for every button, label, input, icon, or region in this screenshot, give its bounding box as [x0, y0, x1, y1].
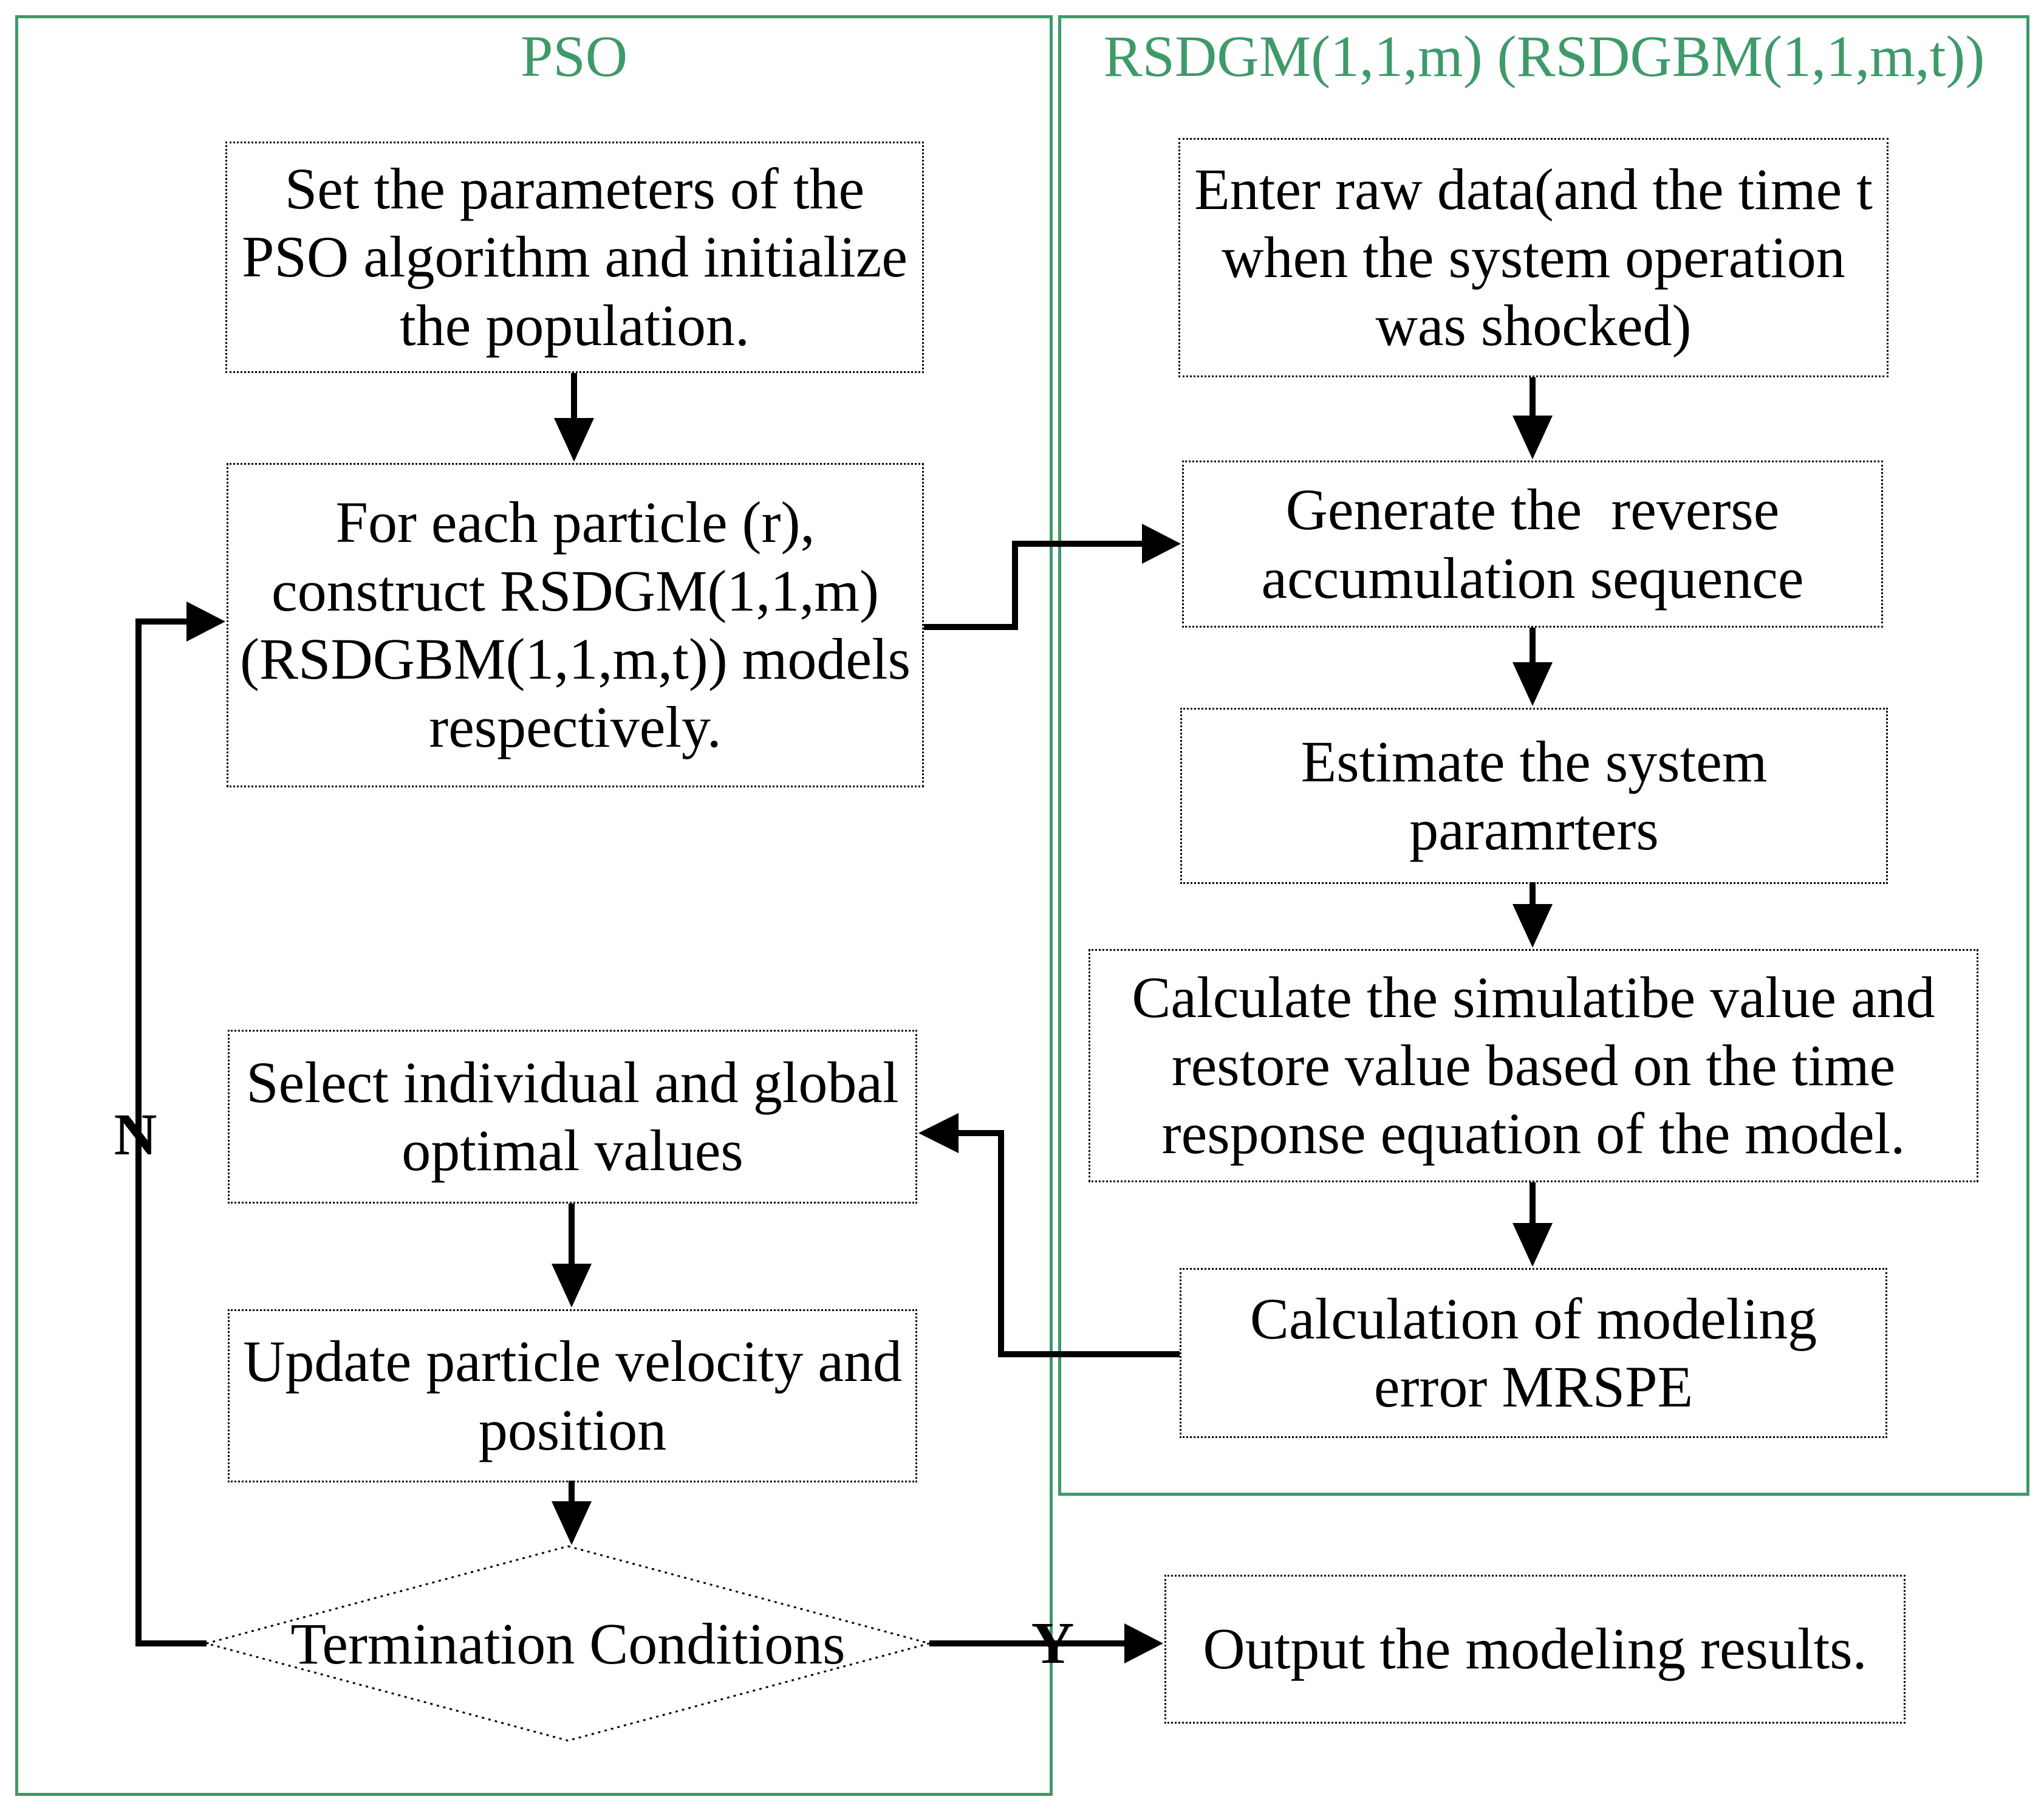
arrow-calculate-to-mrspe — [1512, 1182, 1553, 1267]
node-for-each-particle: For each particle (r), construct RSDGM(1… — [227, 463, 924, 787]
node-output-results: Output the modeling results. — [1164, 1575, 1906, 1724]
termination-diamond-shape — [203, 1545, 933, 1742]
node-update-particle: Update particle velocity and position — [228, 1309, 917, 1482]
node-enter-raw-data: Enter raw data(and the time t when the s… — [1178, 138, 1888, 377]
arrow-foreach-to-generate — [924, 524, 1181, 630]
arrow-yes-to-output — [929, 1623, 1163, 1663]
pso-panel-title: PSO — [520, 24, 628, 89]
branch-label-no: N — [114, 1102, 157, 1168]
arrow-mrspe-to-select — [918, 1113, 1180, 1357]
arrow-estimate-to-calculate — [1512, 882, 1553, 948]
node-modeling-error: Calculation of modeling error MRSPE — [1180, 1268, 1887, 1438]
node-set-parameters: Set the parameters of the PSO algorithm … — [225, 142, 924, 373]
node-generate-sequence: Generate the reverse accumulation sequen… — [1182, 461, 1883, 628]
node-select-optimal-values: Select individual and global optimal val… — [228, 1030, 917, 1204]
arrow-enterraw-to-generate — [1512, 377, 1553, 459]
node-termination-conditions: Termination Conditions — [290, 1611, 846, 1676]
rsdgm-panel-frame — [1058, 15, 2029, 1496]
node-estimate-parameters: Estimate the system paramrters — [1180, 708, 1888, 884]
node-calculate-value: Calculate the simulatibe value and resto… — [1089, 949, 1978, 1182]
arrow-generate-to-estimate — [1512, 628, 1553, 706]
arrow-select-to-update — [552, 1204, 592, 1307]
rsdgm-panel-title: RSDGM(1,1,m) (RSDGBM(1,1,m,t)) — [1103, 24, 1985, 89]
arrow-no-loop-to-foreach — [135, 601, 225, 1646]
arrow-update-to-diamond — [552, 1481, 592, 1545]
branch-label-yes: Y — [1031, 1611, 1075, 1676]
arrow-setparams-to-foreach — [554, 373, 594, 462]
pso-panel-frame — [15, 15, 1053, 1796]
